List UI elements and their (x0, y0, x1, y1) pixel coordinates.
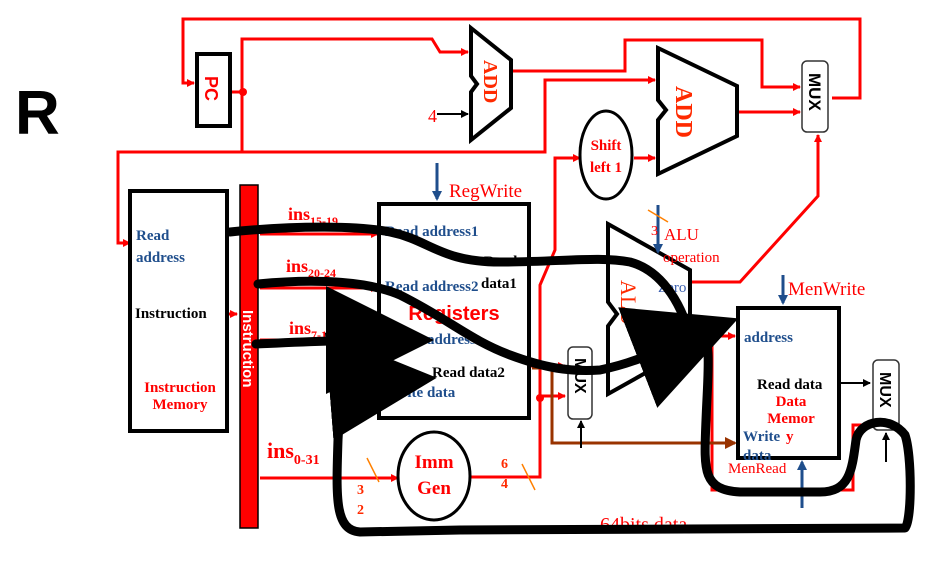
active-path-highlights (225, 222, 915, 537)
memwrite-label: MenWrite (788, 279, 865, 300)
imm-out-width-2: 4 (501, 477, 508, 492)
imm-in-width-2: 2 (357, 503, 364, 518)
field-labels: ins15-19 ins20-24 ins7-11 ins0-31 (267, 204, 338, 468)
alu-src-mux[interactable]: MUX (567, 346, 593, 448)
dm-address: address (744, 330, 793, 346)
instruction-bus: Instruction (239, 184, 259, 529)
pc-mux-label: MUX (805, 73, 824, 111)
data-memory[interactable]: address Read data Data Memor Write y dat… (728, 306, 871, 508)
instruction-memory[interactable]: Read address Instruction Instruction Mem… (128, 189, 229, 433)
memwrite-control: MenWrite (778, 275, 865, 305)
branch-adder-label: ADD (670, 86, 696, 138)
pc-register[interactable]: PC (195, 52, 232, 128)
alu-op-label-1: ALU (664, 225, 699, 244)
imm-gen[interactable]: Imm Gen 3 2 6 4 (357, 430, 536, 522)
im-title-2: Memory (153, 397, 208, 413)
pc-mux[interactable]: MUX (801, 60, 829, 133)
reg-read-data1-2: data1 (481, 276, 517, 292)
dm-write-data-1: Write (743, 429, 781, 445)
branch-adder[interactable]: ADD (656, 44, 739, 178)
pc-adder[interactable]: ADD 4 (428, 23, 513, 145)
instruction-bus-label: Instruction (239, 310, 256, 388)
im-read-address-1: Read (136, 228, 170, 244)
full-field-label: ins0-31 (267, 438, 320, 468)
dm-read-data: Read data (757, 377, 823, 393)
alu-label: ALU (616, 280, 641, 325)
dm-title-3: y (786, 429, 794, 445)
rs2-field-label: ins20-24 (286, 256, 336, 280)
im-instruction-port: Instruction (135, 306, 207, 322)
im-title-1: Instruction (144, 380, 216, 396)
alu-mux-label: MUX (571, 358, 588, 394)
regwrite-label: RegWrite (449, 181, 522, 202)
dm-title-1: Data (776, 394, 807, 410)
highlight-writeback (324, 325, 915, 537)
shift-label-1: Shift (591, 138, 622, 154)
memread-label: MenRead (728, 461, 787, 477)
alu-operation-control: 3 ALU operation (647, 205, 720, 266)
regwrite-control: RegWrite (432, 163, 522, 202)
reg-write-data: Write data (386, 385, 456, 401)
constant-four: 4 (428, 106, 437, 126)
mem-to-reg-mux[interactable]: MUX (872, 359, 900, 462)
reg-read-data2: Read data2 (432, 365, 505, 381)
title-letter: R (15, 79, 60, 148)
highlight-rd (251, 286, 434, 395)
imm-out-width-1: 6 (501, 457, 508, 472)
highlight-rs1 (225, 222, 695, 341)
pc-label: PC (201, 76, 221, 101)
dm-write-data-2: data (743, 448, 772, 464)
alu-op-label-2: operation (663, 250, 720, 266)
im-read-address-2: address (136, 250, 185, 266)
shift-left-unit[interactable]: Shift left 1 (578, 109, 634, 201)
pc-adder-label: ADD (479, 60, 501, 103)
shift-label-2: left 1 (590, 160, 622, 176)
dm-title-2: Memor (767, 411, 815, 427)
imm-gen-label-1: Imm (414, 452, 453, 473)
alu-op-width: 3 (651, 224, 658, 239)
mem-mux-label: MUX (876, 372, 893, 408)
imm-gen-label-2: Gen (417, 478, 451, 499)
imm-in-width-1: 3 (357, 483, 364, 498)
highlight-rs2 (253, 276, 739, 408)
